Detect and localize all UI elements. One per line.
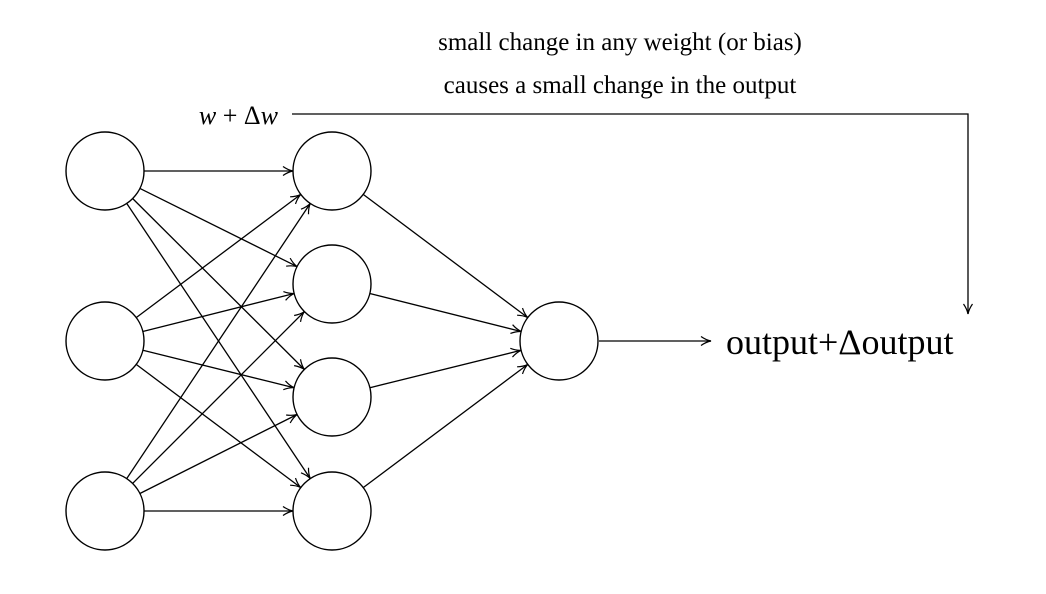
edge-input-2-to-hidden-2 xyxy=(142,291,295,333)
edge-hidden-1-to-output-1 xyxy=(362,193,529,319)
edge-input-1-to-hidden-2 xyxy=(139,187,298,268)
output-neuron-1 xyxy=(519,301,599,381)
delta-symbol: Δ xyxy=(244,101,261,130)
annotation-line-1: small change in any weight (or bias) xyxy=(438,29,802,56)
edge-input-2-to-hidden-3 xyxy=(142,349,295,391)
hidden-neuron-3 xyxy=(292,357,372,437)
hidden-neuron-1 xyxy=(292,131,372,211)
weight-change-label: w + Δw xyxy=(199,101,279,130)
edge-hidden-3-to-output-1 xyxy=(369,347,522,389)
hidden-neuron-2 xyxy=(292,244,372,324)
hidden-neuron-4 xyxy=(292,471,372,551)
weight-var: w xyxy=(199,101,217,130)
edge-input-2-to-hidden-1 xyxy=(135,193,302,319)
nodes-group xyxy=(65,131,599,551)
edge-input-1-to-hidden-3 xyxy=(132,198,305,371)
plus-operator: + xyxy=(216,101,244,130)
edge-input-3-to-hidden-2 xyxy=(132,311,305,484)
annotation-line-2: causes a small change in the output xyxy=(444,72,797,99)
annotation-connector xyxy=(292,113,973,315)
edge-input-2-to-hidden-4 xyxy=(135,363,302,489)
edges-group xyxy=(126,166,529,516)
input-neuron-3 xyxy=(65,471,145,551)
weight-var-2: w xyxy=(261,101,279,130)
output-label: output+Δoutput xyxy=(726,322,953,362)
input-neuron-1 xyxy=(65,131,145,211)
edge-input-3-to-hidden-3 xyxy=(139,413,298,495)
edge-input-3-to-hidden-1 xyxy=(126,202,311,479)
edge-hidden-2-to-output-1 xyxy=(369,292,522,334)
edge-hidden-4-to-output-1 xyxy=(362,363,529,489)
input-neuron-2 xyxy=(65,301,145,381)
